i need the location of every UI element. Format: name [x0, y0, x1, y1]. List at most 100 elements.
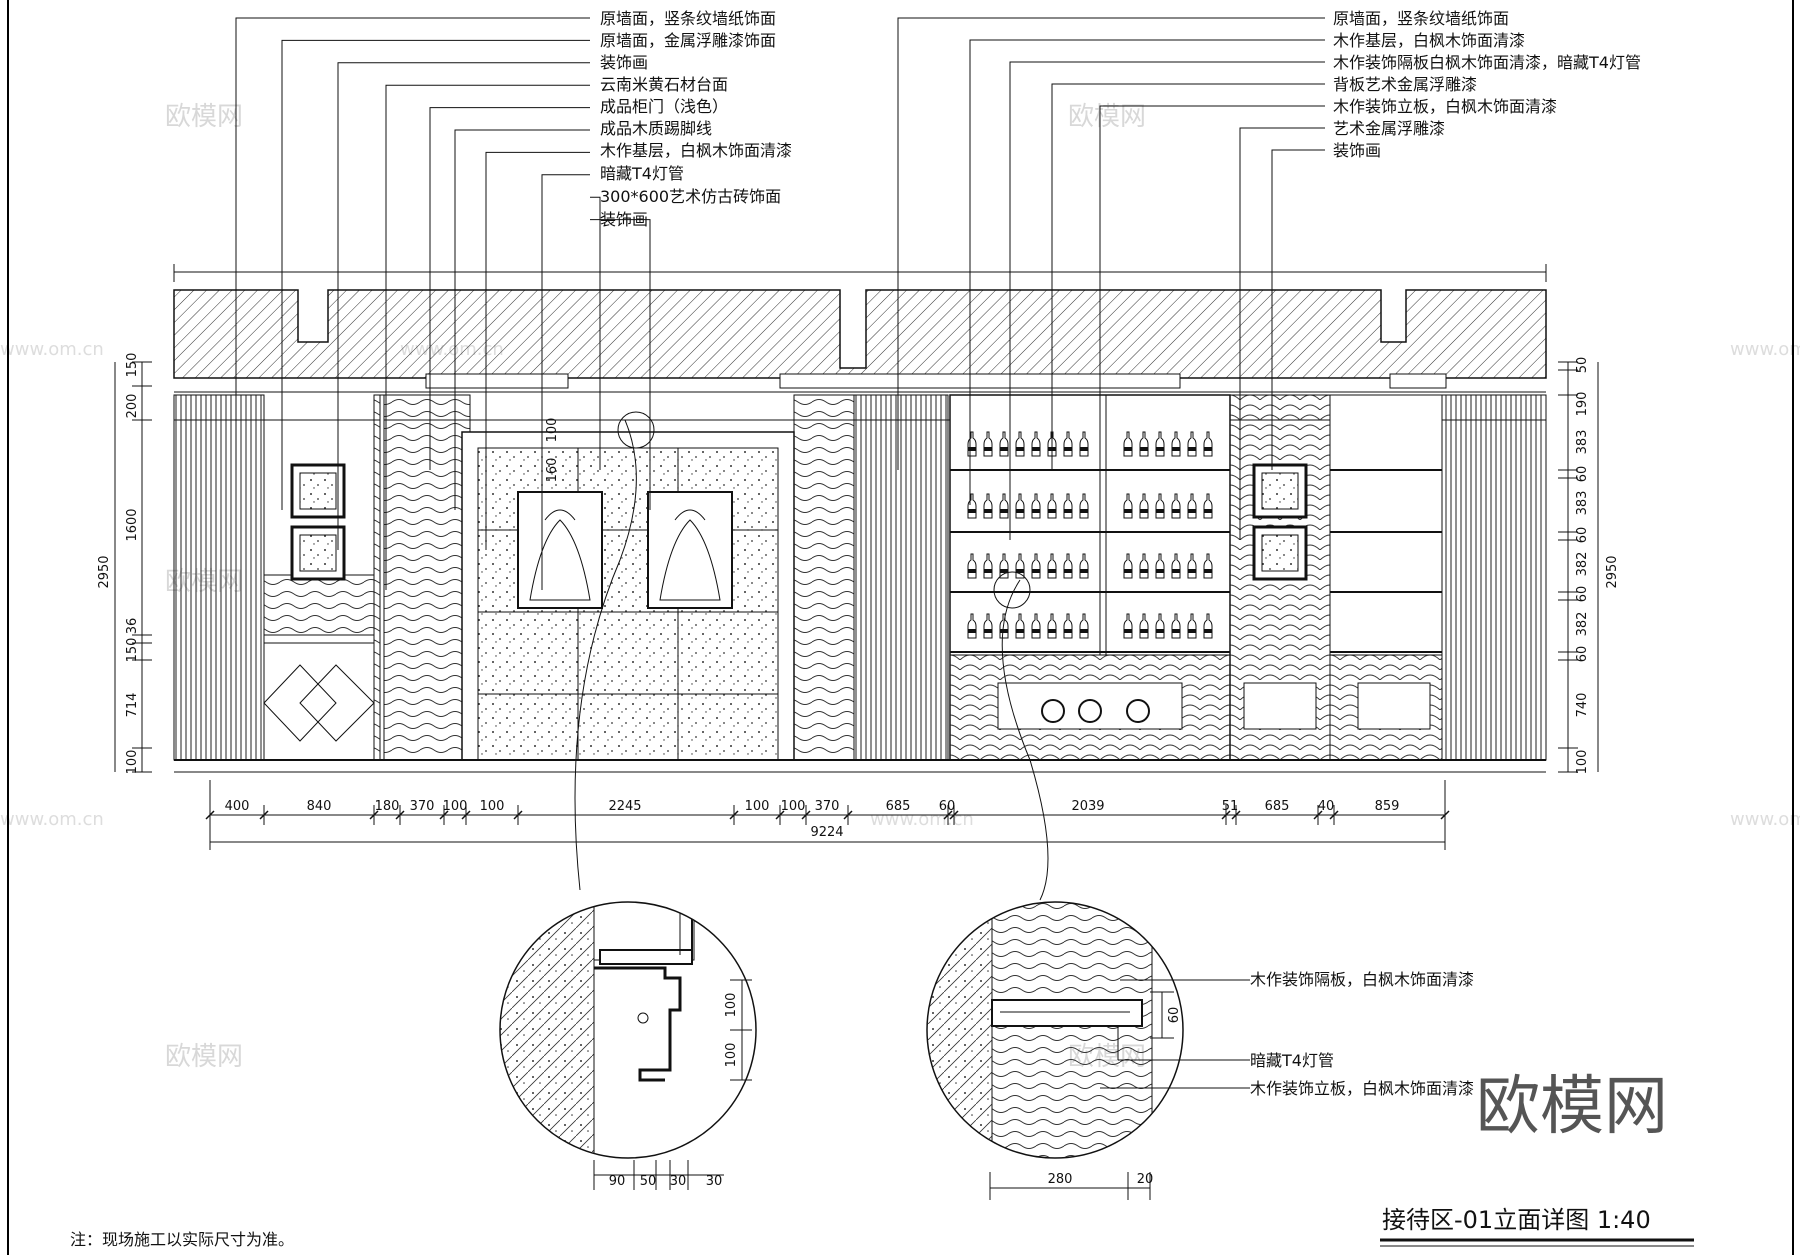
wall-elevation — [173, 394, 1547, 773]
dim-2039: 2039 — [1071, 799, 1104, 814]
right-callout-list: 原墙面，竖条纹墙纸饰面 木作基层，白枫木饰面清漆 木作装饰隔板白枫木饰面清漆，暗… — [1333, 9, 1641, 160]
rh-60d: 60 — [1575, 646, 1590, 663]
left-callout-3: 装饰画 — [600, 53, 648, 72]
detail-left-h2: 50 — [640, 1174, 657, 1189]
dim-370: 370 — [410, 799, 435, 814]
left-height-dims: 150 200 1600 150 36 714 100 2950 — [97, 353, 152, 775]
detail-right-h2: 20 — [1137, 1172, 1154, 1187]
lh-100: 100 — [125, 750, 140, 775]
left-callout-list: 原墙面，竖条纹墙纸饰面 原墙面，金属浮雕漆饰面 装饰画 云南米黄石材台面 成品柜… — [600, 9, 792, 229]
wine-bottle-label — [1080, 509, 1088, 513]
left-callout-1: 原墙面，竖条纹墙纸饰面 — [600, 9, 776, 28]
detail-right-label-2: 暗藏T4灯管 — [1250, 1051, 1334, 1070]
wine-bottle-label — [1048, 629, 1056, 633]
detail-right-v1: 60 — [1167, 1007, 1182, 1024]
dim-40: 40 — [1318, 799, 1335, 814]
wine-bottle-label — [1000, 629, 1008, 633]
rh-60b: 60 — [1575, 527, 1590, 544]
wine-bottle-label — [1032, 447, 1040, 451]
wine-bottle-label — [984, 447, 992, 451]
wine-bottle-label — [1204, 509, 1212, 513]
dim-685b: 685 — [1265, 799, 1290, 814]
wine-bottle-label — [1016, 509, 1024, 513]
detail-right: 木作装饰隔板，白枫木饰面清漆 暗藏T4灯管 木作装饰立板，白枫木饰面清漆 60 … — [926, 901, 1474, 1200]
wine-bottle-label — [1172, 629, 1180, 633]
drawing-title: 接待区-01立面详图 1:40 — [1382, 1206, 1651, 1234]
rh-190: 190 — [1575, 392, 1590, 417]
right-callout-2: 木作基层，白枫木饰面清漆 — [1333, 31, 1525, 50]
rh-382b: 382 — [1575, 612, 1590, 637]
dim-100c: 100 — [745, 799, 770, 814]
dim-100a: 100 — [443, 799, 468, 814]
dim-2245: 2245 — [608, 799, 641, 814]
lh-714: 714 — [125, 693, 140, 718]
wine-bottle-label — [1140, 509, 1148, 513]
wine-bottle-label — [1048, 509, 1056, 513]
wine-bottle-label — [1080, 569, 1088, 573]
rh-60c: 60 — [1575, 586, 1590, 603]
right-callout-3: 木作装饰隔板白枫木饰面清漆，暗藏T4灯管 — [1333, 53, 1641, 72]
lh-1600: 1600 — [125, 508, 140, 541]
lh-36: 36 — [125, 618, 140, 635]
wine-bottle-label — [1080, 629, 1088, 633]
left-callout-6: 成品木质踢脚线 — [600, 119, 712, 138]
detail-left-v2: 100 — [724, 1043, 739, 1068]
dim-400: 400 — [225, 799, 250, 814]
wine-bottle-label — [1188, 569, 1196, 573]
left-callout-5: 成品柜门（浅色） — [600, 97, 728, 116]
wine-bottle-label — [1188, 629, 1196, 633]
detail-right-label-1: 木作装饰隔板，白枫木饰面清漆 — [1250, 970, 1474, 989]
dim-840: 840 — [307, 799, 332, 814]
wine-bottle-label — [1016, 447, 1024, 451]
detail-left-h3: 30 — [670, 1174, 687, 1189]
wine-bottle-label — [968, 509, 976, 513]
right-height-dims: 50 190 383 60 383 60 382 60 382 60 740 1… — [1558, 357, 1620, 774]
detail-left-h1: 90 — [609, 1174, 626, 1189]
wine-bottle-label — [1204, 569, 1212, 573]
wine-bottle-label — [1204, 629, 1212, 633]
watermark-text: 欧模网 — [165, 1042, 243, 1072]
dim-370b: 370 — [815, 799, 840, 814]
detail-left-v1: 100 — [724, 993, 739, 1018]
wine-bottle-label — [1032, 509, 1040, 513]
left-callout-10: 装饰画 — [600, 210, 648, 229]
left-callout-9: 300*600艺术仿古砖饰面 — [600, 187, 781, 206]
right-callout-1: 原墙面，竖条纹墙纸饰面 — [1333, 9, 1509, 28]
left-callout-2: 原墙面，金属浮雕漆饰面 — [600, 31, 776, 50]
bottom-dimension-chain: 400 840 180 370 100 100 2245 100 100 370… — [205, 780, 1450, 850]
wine-bottle-label — [984, 629, 992, 633]
wine-bottle-label — [1000, 447, 1008, 451]
inner-dim-160: 160 — [545, 458, 560, 483]
wine-bottle-label — [1064, 509, 1072, 513]
wine-bottle-label — [1140, 569, 1148, 573]
right-callout-7: 装饰画 — [1333, 141, 1381, 160]
inner-dim-100: 100 — [545, 418, 560, 443]
rh-total: 2950 — [1605, 555, 1620, 588]
wine-bottle-label — [968, 629, 976, 633]
dim-859: 859 — [1375, 799, 1400, 814]
lh-200: 200 — [125, 394, 140, 419]
wine-bottle-label — [1124, 509, 1132, 513]
rh-50: 50 — [1575, 357, 1590, 374]
wine-bottle-label — [1124, 569, 1132, 573]
wine-bottle-label — [1064, 629, 1072, 633]
rh-383: 383 — [1575, 430, 1590, 455]
wine-bottle-label — [1140, 447, 1148, 451]
detail-right-h1: 280 — [1048, 1172, 1073, 1187]
wine-bottle-label — [1156, 509, 1164, 513]
detail-left: 100 100 90 50 30 30 — [499, 901, 757, 1190]
wine-bottle-label — [1172, 447, 1180, 451]
watermark-text: 欧模网 — [165, 102, 243, 132]
wine-bottle-label — [968, 447, 976, 451]
drawing-note: 注：现场施工以实际尺寸为准。 — [70, 1230, 294, 1249]
wine-bottle-label — [1048, 569, 1056, 573]
lh-total: 2950 — [97, 555, 112, 588]
detail-right-label-3: 木作装饰立板，白枫木饰面清漆 — [1250, 1079, 1474, 1098]
right-callout-6: 艺术金属浮雕漆 — [1333, 119, 1445, 138]
wine-bottle-label — [1172, 569, 1180, 573]
wine-bottle-label — [1000, 569, 1008, 573]
dim-685: 685 — [886, 799, 911, 814]
lh-150b: 150 — [125, 638, 140, 663]
wine-bottle-label — [1204, 447, 1212, 451]
